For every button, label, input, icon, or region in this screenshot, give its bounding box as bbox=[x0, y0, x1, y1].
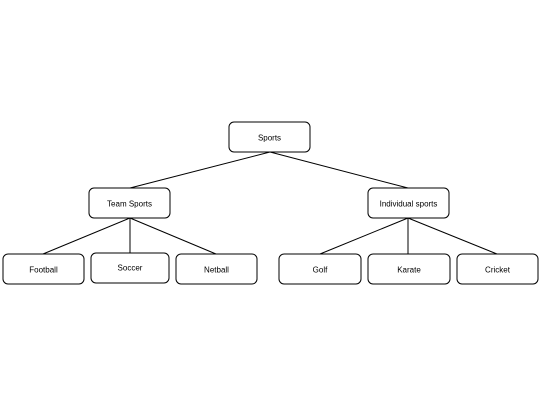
edge-team-football bbox=[42, 217, 131, 255]
node-team-sports: Team Sports bbox=[88, 187, 171, 219]
node-netball: Netball bbox=[175, 253, 258, 285]
node-golf-label: Golf bbox=[313, 266, 328, 275]
node-soccer: Soccer bbox=[90, 252, 170, 284]
node-karate: Karate bbox=[367, 253, 451, 285]
node-football: Football bbox=[2, 253, 85, 285]
edge-individual-golf bbox=[319, 217, 409, 255]
node-individual-sports: Individual sports bbox=[367, 187, 450, 219]
node-golf: Golf bbox=[278, 253, 362, 285]
node-team-sports-label: Team Sports bbox=[107, 200, 152, 209]
node-sports-label: Sports bbox=[258, 134, 281, 143]
node-karate-label: Karate bbox=[397, 266, 421, 275]
node-cricket: Cricket bbox=[456, 253, 539, 285]
node-soccer-label: Soccer bbox=[118, 264, 143, 273]
node-netball-label: Netball bbox=[204, 266, 229, 275]
node-football-label: Football bbox=[29, 266, 58, 275]
edge-sports-team bbox=[129, 151, 271, 189]
edge-sports-individual bbox=[269, 151, 409, 189]
node-sports: Sports bbox=[228, 121, 311, 153]
node-cricket-label: Cricket bbox=[485, 266, 511, 275]
edge-individual-cricket bbox=[407, 217, 498, 255]
edge-team-netball bbox=[129, 217, 217, 255]
node-individual-sports-label: Individual sports bbox=[380, 200, 438, 209]
